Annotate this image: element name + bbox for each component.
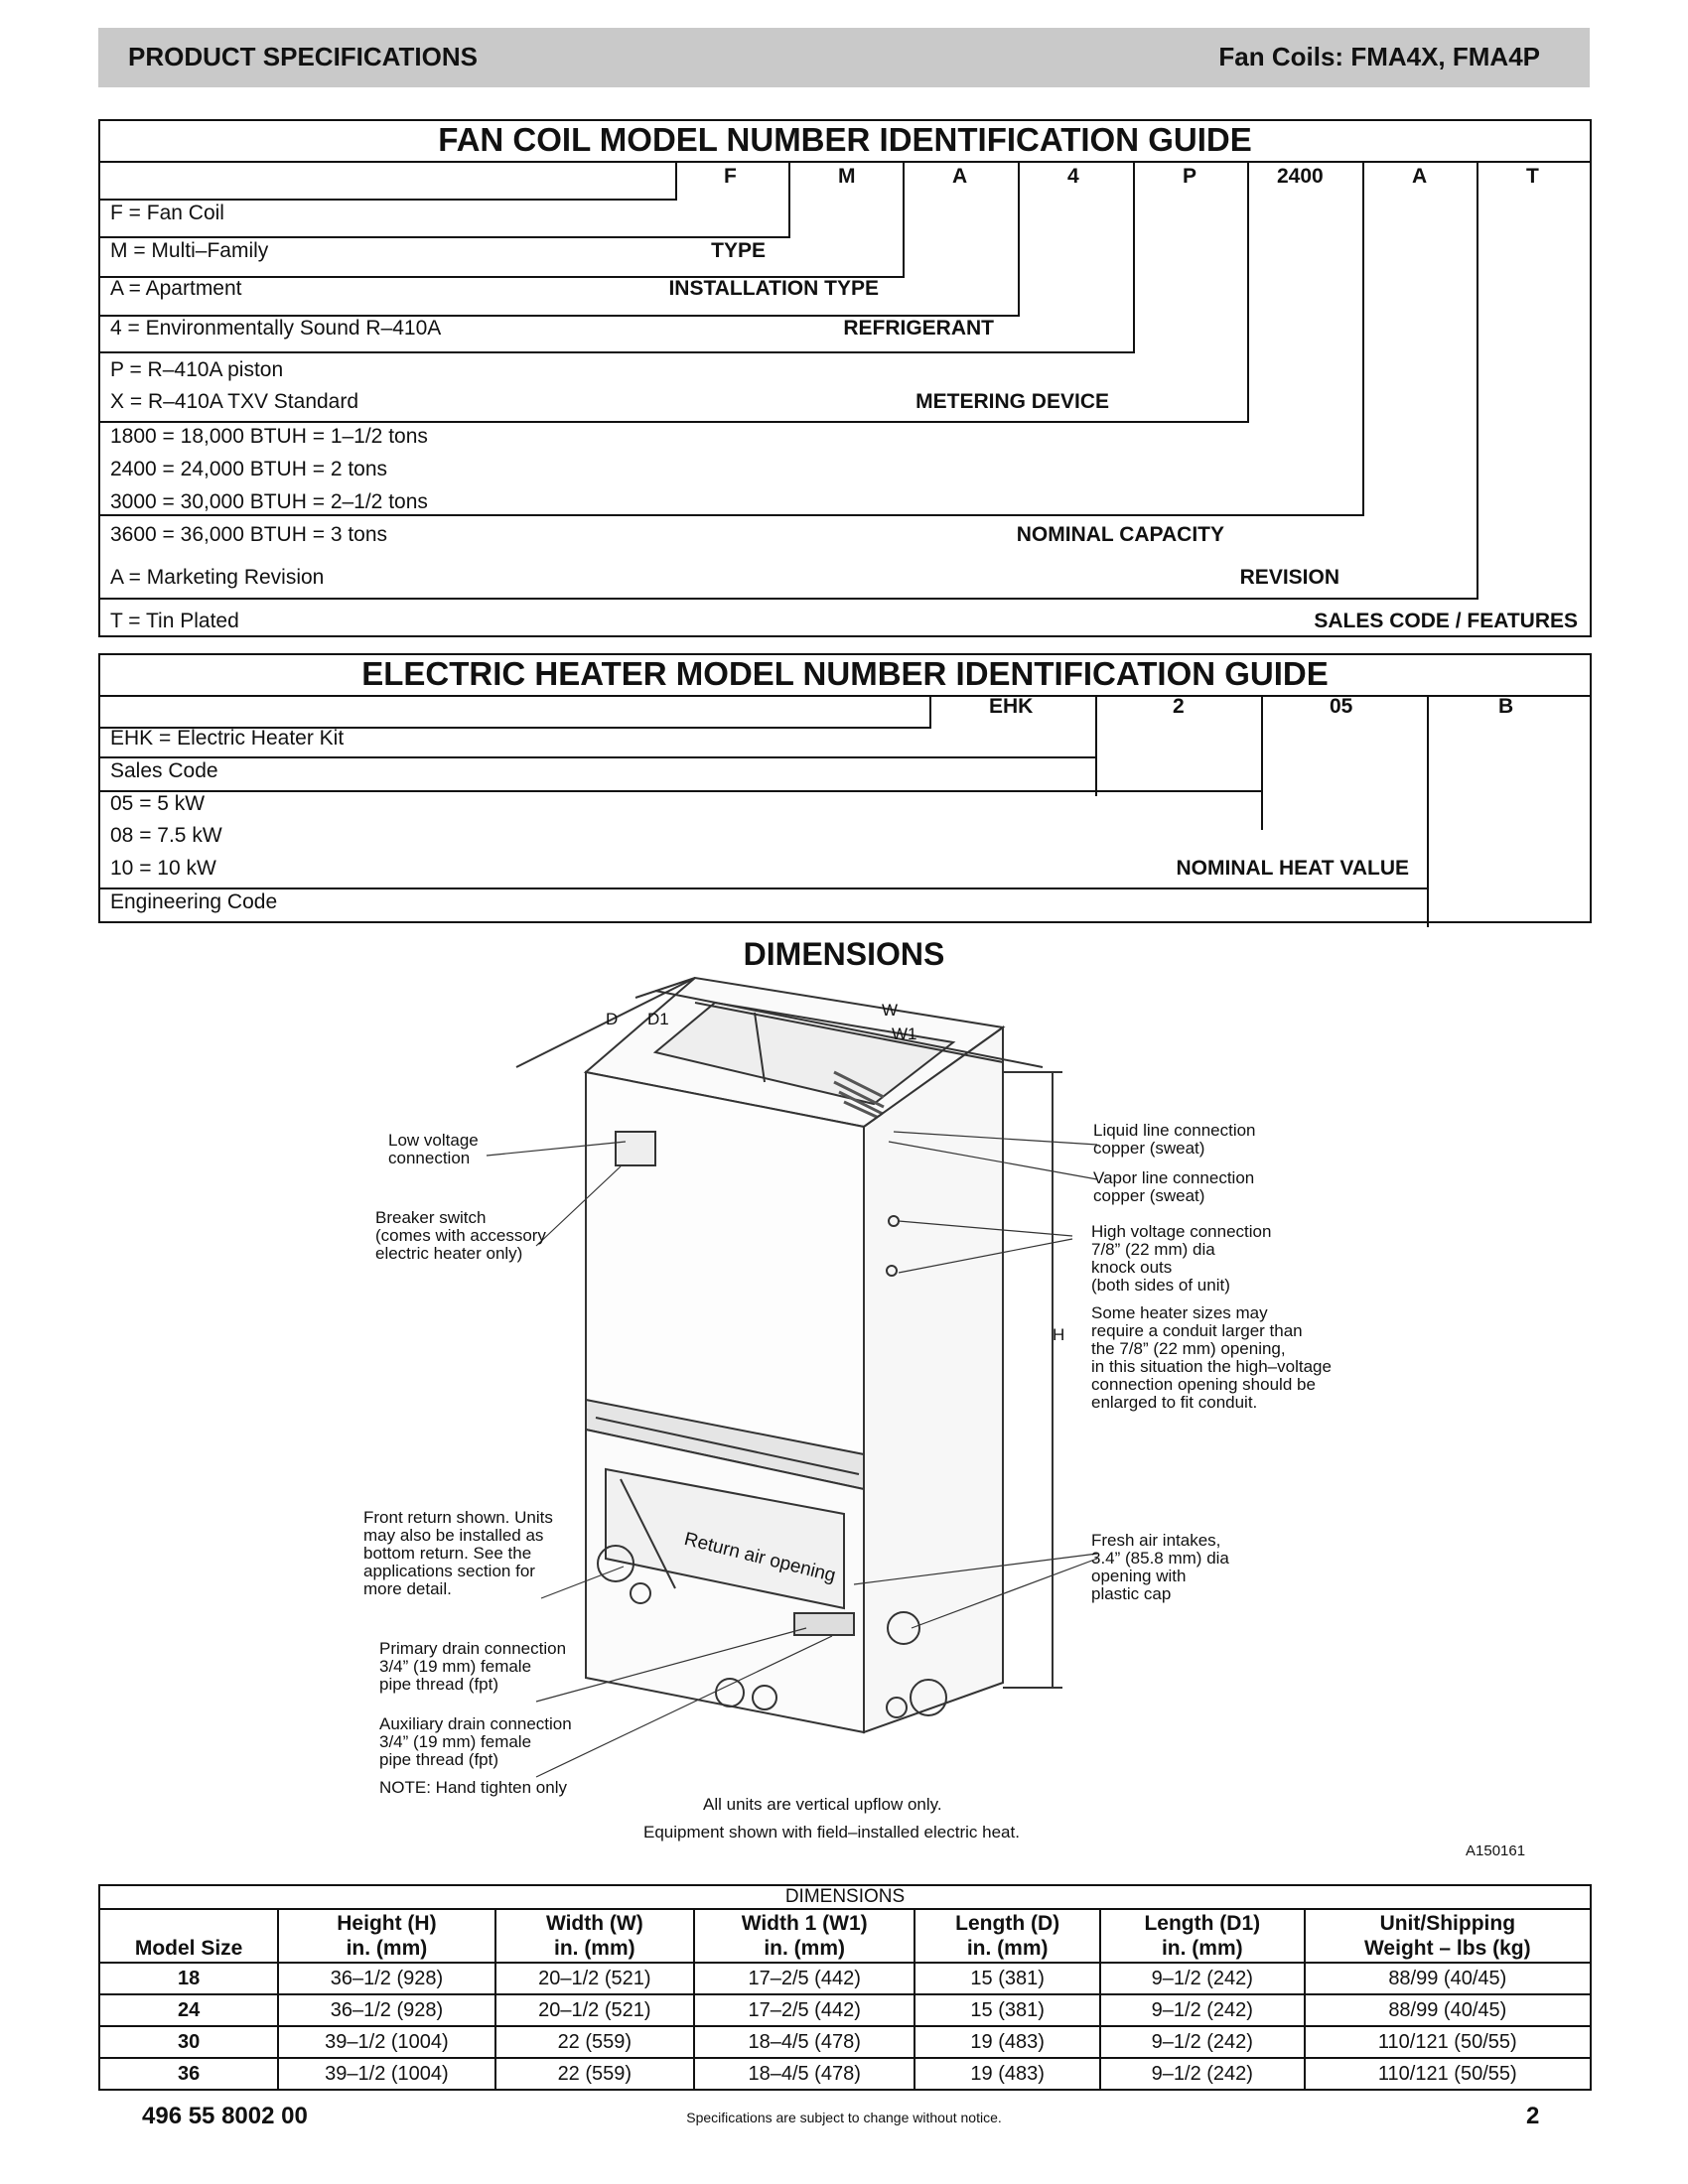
callout-breaker-switch: Breaker switch (comes with accessory ele… xyxy=(375,1208,546,1263)
code-sales: 2 xyxy=(1173,695,1185,718)
callout-primary-drain: Primary drain connection 3/4” (19 mm) fe… xyxy=(379,1639,567,1694)
line-fan-coil: F = Fan Coil xyxy=(110,202,224,224)
code-05: 05 xyxy=(1330,695,1353,718)
line-2400: 2400 = 24,000 BTUH = 2 tons xyxy=(110,458,388,480)
line-piston: P = R–410A piston xyxy=(110,358,284,381)
col-length-d: Length (D)in. (mm) xyxy=(914,1908,1101,1964)
label-nominal-heat-value: NOMINAL HEAT VALUE xyxy=(1176,857,1410,880)
label-nominal-capacity: NOMINAL CAPACITY xyxy=(1016,523,1224,546)
callout-low-voltage: Low voltage connection xyxy=(388,1131,479,1167)
page-header: PRODUCT SPECIFICATIONS Fan Coils: FMA4X,… xyxy=(98,28,1590,87)
doc-number: 496 55 8002 00 xyxy=(142,2103,308,2129)
line-3000: 3000 = 30,000 BTUH = 2–1/2 tons xyxy=(110,490,428,513)
header-right: Fan Coils: FMA4X, FMA4P xyxy=(1218,42,1540,71)
dim-h-label: H xyxy=(1053,1325,1065,1344)
header-left: PRODUCT SPECIFICATIONS xyxy=(128,42,478,71)
label-refrigerant: REFRIGERANT xyxy=(843,317,994,340)
line-txv: X = R–410A TXV Standard xyxy=(110,390,359,413)
line-apartment: A = Apartment xyxy=(110,277,242,300)
label-type: TYPE xyxy=(711,239,766,262)
heater-guide-title: ELECTRIC HEATER MODEL NUMBER IDENTIFICAT… xyxy=(361,655,1329,692)
col-width: Width (W)in. (mm) xyxy=(493,1908,696,1964)
col-length-d1: Length (D1)in. (mm) xyxy=(1099,1908,1306,1964)
fan-coil-guide-title: FAN COIL MODEL NUMBER IDENTIFICATION GUI… xyxy=(438,121,1252,158)
callout-heater-sizes: Some heater sizes may require a conduit … xyxy=(1091,1303,1332,1412)
callout-fresh-air: Fresh air intakes, 3.4” (85.8 mm) dia op… xyxy=(1091,1531,1229,1603)
code-t: T xyxy=(1526,165,1539,188)
label-installation-type: INSTALLATION TYPE xyxy=(668,277,879,300)
code-a: A xyxy=(952,165,968,188)
line-10kw: 10 = 10 kW xyxy=(110,857,216,880)
line-08kw: 08 = 7.5 kW xyxy=(110,824,222,847)
code-4: 4 xyxy=(1067,165,1079,188)
dim-d-label: D xyxy=(606,1010,619,1028)
dim-w-label: W xyxy=(882,1001,899,1020)
footer-disclaimer: Specifications are subject to change wit… xyxy=(686,2110,1002,2125)
heater-guide: ELECTRIC HEATER MODEL NUMBER IDENTIFICAT… xyxy=(98,653,1592,927)
code-p: P xyxy=(1183,165,1197,188)
code-m: M xyxy=(838,165,856,188)
label-revision: REVISION xyxy=(1239,566,1339,589)
label-sales-code: SALES CODE / FEATURES xyxy=(1314,610,1578,632)
line-sales-code: Sales Code xyxy=(110,759,218,782)
callout-liquid-line: Liquid line connection copper (sweat) xyxy=(1093,1121,1256,1158)
line-refrigerant-4: 4 = Environmentally Sound R–410A xyxy=(110,317,442,340)
line-1800: 1800 = 18,000 BTUH = 1–1/2 tons xyxy=(110,425,428,448)
line-05kw: 05 = 5 kW xyxy=(110,792,206,815)
callout-front-return: Front return shown. Units may also be in… xyxy=(363,1508,553,1598)
line-marketing-revision: A = Marketing Revision xyxy=(110,566,325,589)
code-rev: A xyxy=(1412,165,1428,188)
note-electric-heat: Equipment shown with field–installed ele… xyxy=(643,1823,1020,1842)
line-tin-plated: T = Tin Plated xyxy=(110,610,239,632)
code-ehk: EHK xyxy=(989,695,1034,718)
callout-note: NOTE: Hand tighten only xyxy=(379,1778,567,1797)
col-height: Height (H)in. (mm) xyxy=(277,1908,496,1964)
line-ehk: EHK = Electric Heater Kit xyxy=(110,727,345,750)
callout-aux-drain: Auxiliary drain connection 3/4” (19 mm) … xyxy=(379,1714,572,1769)
line-multi-family: M = Multi–Family xyxy=(110,239,269,262)
figure-id: A150161 xyxy=(1466,1843,1526,1859)
col-model-size: Model Size xyxy=(97,1908,280,1964)
dimensions-title: DIMENSIONS xyxy=(743,936,945,972)
page-number: 2 xyxy=(1526,2103,1540,2129)
code-2400: 2400 xyxy=(1277,165,1324,188)
code-f: F xyxy=(724,165,737,188)
fan-coil-guide: FAN COIL MODEL NUMBER IDENTIFICATION GUI… xyxy=(98,119,1592,637)
col-width1: Width 1 (W1)in. (mm) xyxy=(692,1908,916,1964)
line-engineering-code: Engineering Code xyxy=(110,890,278,913)
table-caption: DIMENSIONS xyxy=(98,1884,1592,1910)
callout-vapor-line: Vapor line connection copper (sweat) xyxy=(1093,1168,1255,1205)
note-upflow: All units are vertical upflow only. xyxy=(703,1795,942,1814)
code-b: B xyxy=(1498,695,1514,718)
line-3600: 3600 = 36,000 BTUH = 3 tons xyxy=(110,523,388,546)
dim-w1-label: W1 xyxy=(892,1024,917,1043)
callout-high-voltage: High voltage connection 7/8” (22 mm) dia… xyxy=(1091,1222,1272,1295)
dim-d1-label: D1 xyxy=(647,1010,669,1028)
dimensions-table: DIMENSIONS Model Size Height (H)in. (mm)… xyxy=(97,1884,1593,2091)
label-metering-device: METERING DEVICE xyxy=(915,390,1109,413)
